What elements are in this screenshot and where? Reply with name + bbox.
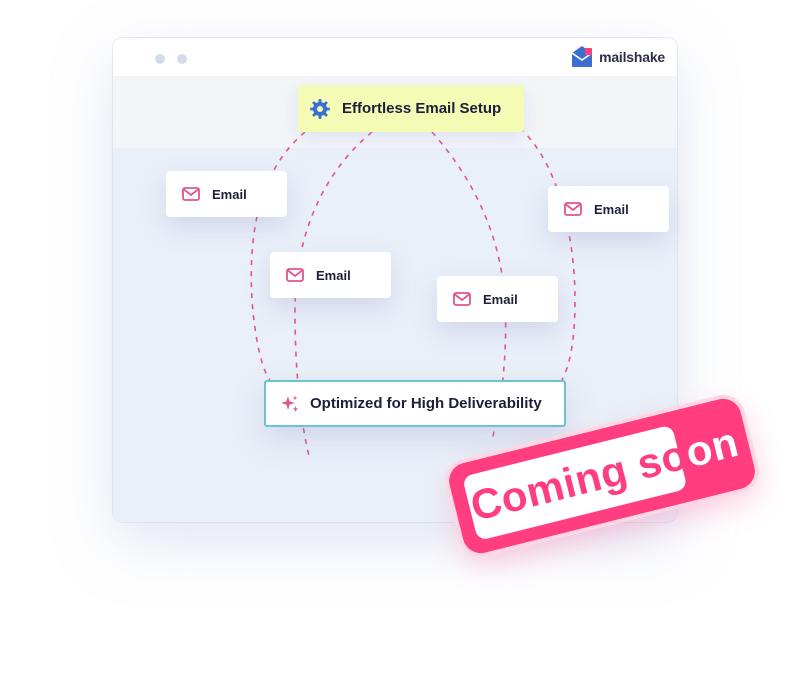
- window-dot: [177, 54, 187, 64]
- window-titlebar: mailshake: [113, 38, 677, 76]
- mail-icon: [564, 202, 582, 216]
- mail-icon: [453, 292, 471, 306]
- deliverability-label: Optimized for High Deliverability: [310, 395, 542, 412]
- brand-name: mailshake: [599, 49, 665, 65]
- sparkle-icon: [281, 395, 299, 412]
- email-card[interactable]: Email: [270, 252, 391, 298]
- mail-icon: [286, 268, 304, 282]
- email-label: Email: [316, 267, 351, 283]
- email-label: Email: [594, 201, 629, 217]
- email-card[interactable]: Email: [548, 186, 669, 232]
- setup-label: Effortless Email Setup: [342, 100, 502, 117]
- email-label: Email: [483, 291, 518, 307]
- brand-logo: mailshake: [569, 44, 665, 70]
- window-dot: [155, 54, 165, 64]
- mail-icon: [182, 187, 200, 201]
- email-card[interactable]: Email: [437, 276, 558, 322]
- gear-icon: [310, 98, 330, 119]
- mailshake-logo-icon: [571, 46, 593, 67]
- badge-text-tail: on: [680, 417, 743, 477]
- email-card[interactable]: Email: [166, 171, 287, 217]
- email-label: Email: [212, 186, 247, 202]
- setup-node[interactable]: Effortless Email Setup: [298, 85, 524, 132]
- deliverability-node[interactable]: Optimized for High Deliverability: [264, 380, 566, 427]
